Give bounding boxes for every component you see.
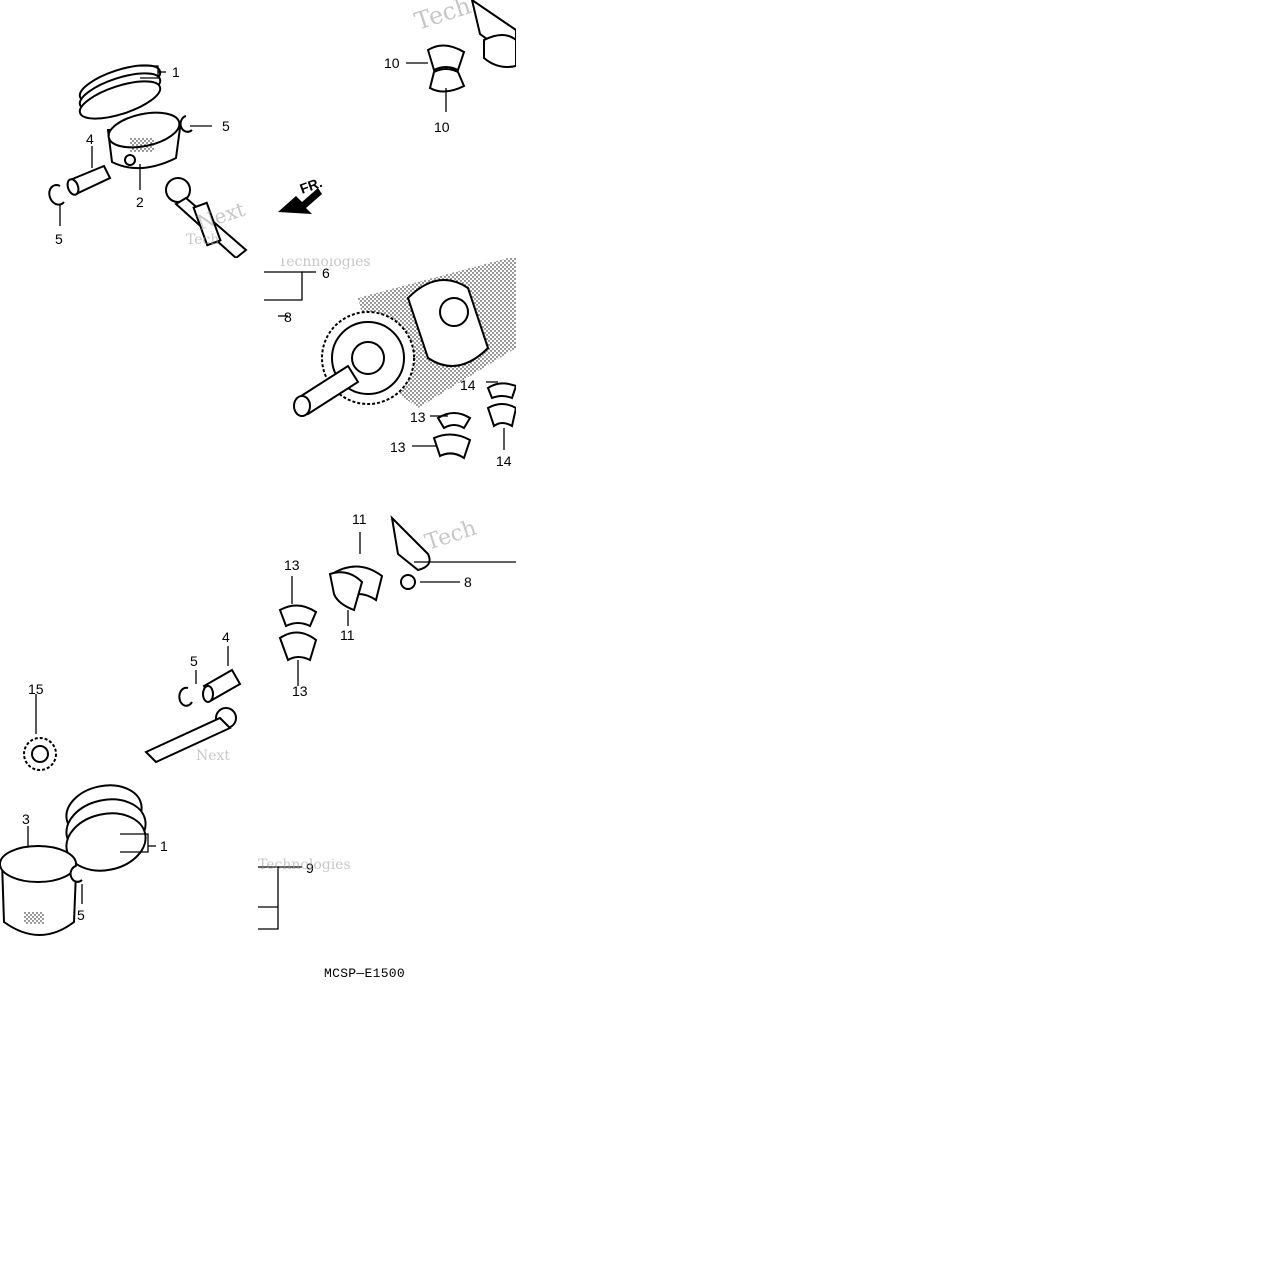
bearing-shells xyxy=(278,565,384,662)
crankshaft xyxy=(293,258,516,417)
callout: 15 xyxy=(28,681,44,697)
callout: 11 xyxy=(352,514,367,527)
connecting-rod-cap xyxy=(390,515,431,590)
clip xyxy=(69,865,83,883)
tile-rear-bearings: 11 13 11 8 13 Tech xyxy=(258,514,516,772)
callout: 8 xyxy=(284,309,292,325)
clip-left xyxy=(48,184,65,206)
clip-right xyxy=(179,115,193,133)
callout: 13 xyxy=(390,439,406,455)
tile-rod-bearings: 10 10 FR. Tech xyxy=(258,0,516,258)
callout: 13 xyxy=(292,683,308,699)
watermark: Next xyxy=(196,748,230,764)
callout: 4 xyxy=(86,131,94,147)
callout: 6 xyxy=(322,265,330,281)
tile-gear-and-rod: 15 4 5 Next xyxy=(0,514,258,772)
callout: 4 xyxy=(222,629,230,645)
callout: 14 xyxy=(460,377,476,393)
callout: 5 xyxy=(222,118,230,134)
piston xyxy=(106,111,182,170)
connecting-rod xyxy=(165,177,248,258)
callout: 14 xyxy=(496,453,512,469)
watermark: Tech xyxy=(411,0,474,36)
piston-ring-set xyxy=(65,784,147,872)
callout: 1 xyxy=(172,64,180,80)
watermark: Technologies xyxy=(278,258,371,270)
bearing-shell-pair xyxy=(426,44,466,93)
callout: 10 xyxy=(434,119,450,135)
piston xyxy=(0,845,78,936)
callout: 2 xyxy=(136,194,144,210)
callout: 13 xyxy=(410,409,426,425)
watermark: Tech xyxy=(186,232,219,248)
callout: 11 xyxy=(340,627,355,643)
clip xyxy=(178,686,193,707)
tile-rod-bolts: 7 Next Technologies xyxy=(0,968,258,1028)
callout: 10 xyxy=(384,55,400,71)
callout: 5 xyxy=(77,907,85,923)
tile-rod-nuts: 9 Technologies xyxy=(258,768,516,1026)
front-direction-arrow: FR. xyxy=(278,174,324,214)
callout: 5 xyxy=(55,231,63,247)
piston-pin xyxy=(66,164,112,196)
watermark: Tech xyxy=(422,516,480,556)
callout: 5 xyxy=(190,653,198,669)
piston-ring-set xyxy=(78,64,162,120)
starter-gear xyxy=(23,737,57,771)
callout: 1 xyxy=(160,838,168,854)
tile-piston-assembly: 1 5 4 2 5 Next Tech xyxy=(0,0,258,258)
callout: 8 xyxy=(464,574,472,590)
tile-crankshaft: 6 8 14 13 13 14 Technologies xyxy=(258,258,516,516)
diagram-code: MCSP—E1500 xyxy=(324,966,406,981)
svg-text:FR.: FR. xyxy=(298,174,325,197)
main-bearing-shells xyxy=(432,382,516,460)
connecting-rod-partial xyxy=(470,0,516,68)
callout: 3 xyxy=(22,811,30,827)
watermark: Technologies xyxy=(258,857,351,873)
connecting-rod xyxy=(144,707,237,764)
callout: 9 xyxy=(306,860,314,876)
piston-pin xyxy=(202,668,242,703)
callout: 13 xyxy=(284,557,300,573)
